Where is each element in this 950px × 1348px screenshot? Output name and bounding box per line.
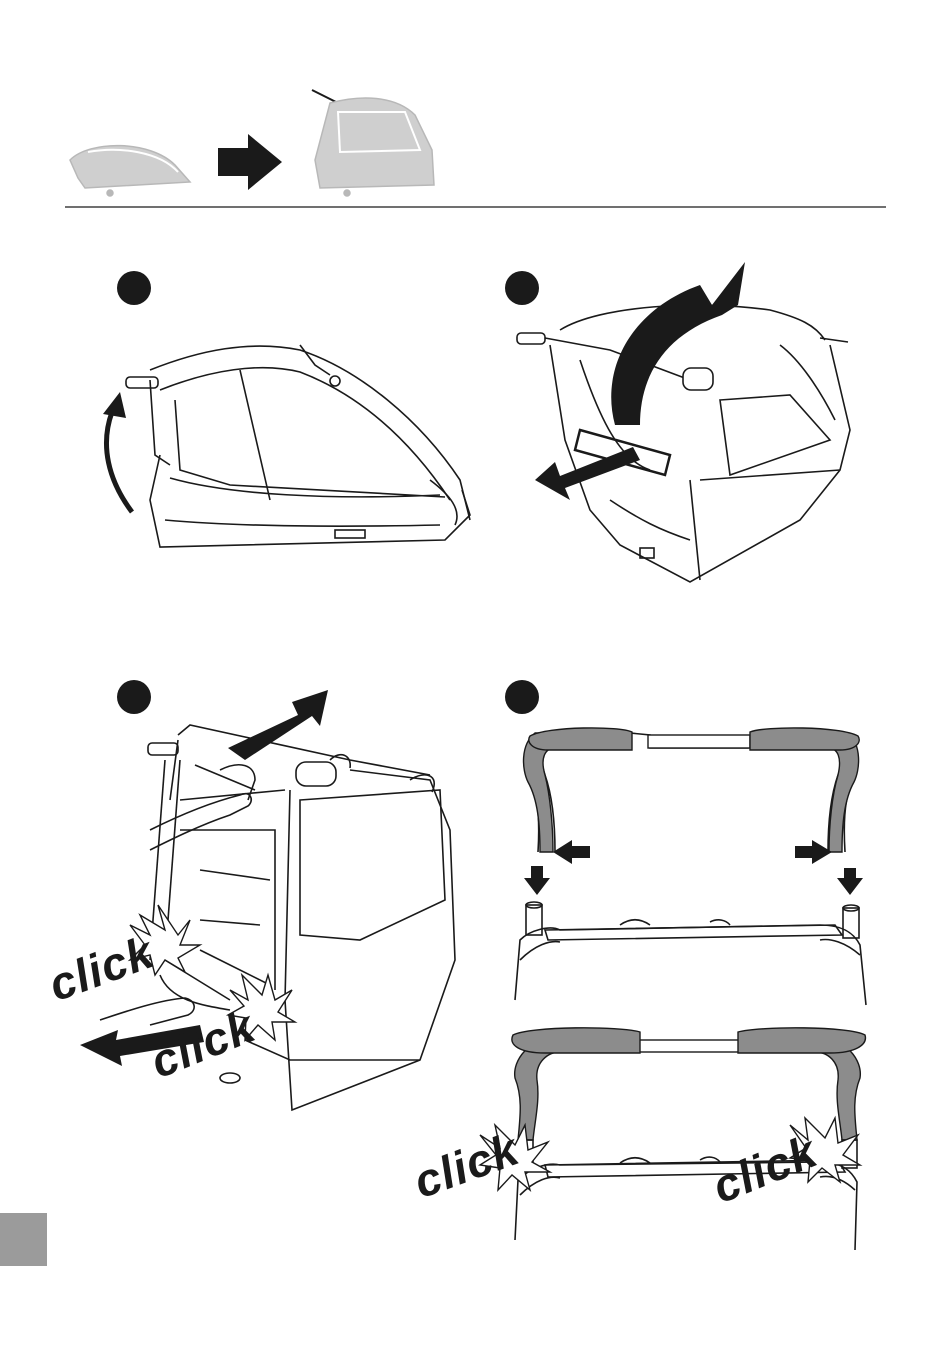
click-label-step4-left: click	[407, 1122, 526, 1209]
frame-posts	[515, 902, 866, 1005]
folded-trailer-icon	[70, 146, 190, 196]
arrow-left-icon	[553, 840, 590, 864]
step-4-marker	[505, 680, 539, 714]
click-label-step3-bottom: click	[143, 999, 263, 1089]
arrow-right-icon	[795, 840, 832, 864]
click-label-step3-left: click	[42, 925, 161, 1012]
pull-arrow-icon	[535, 447, 640, 500]
push-arrow-icon	[228, 690, 328, 760]
step-1-marker	[117, 271, 151, 305]
handlebar-upper	[526, 733, 858, 852]
arrow-down-icon	[837, 868, 863, 895]
curved-up-arrow-icon	[106, 412, 132, 512]
summary-illustration	[0, 0, 950, 220]
click-label-step4-right: click	[705, 1124, 825, 1214]
arrow-down-icon	[524, 866, 550, 895]
unfolded-trailer-icon	[312, 90, 434, 196]
step-3-marker	[117, 680, 151, 714]
page-thumb-tab	[0, 1213, 47, 1266]
step-2-marker	[505, 271, 539, 305]
arrow-right-icon	[218, 134, 282, 190]
curved-lift-arrow-icon	[611, 262, 745, 425]
